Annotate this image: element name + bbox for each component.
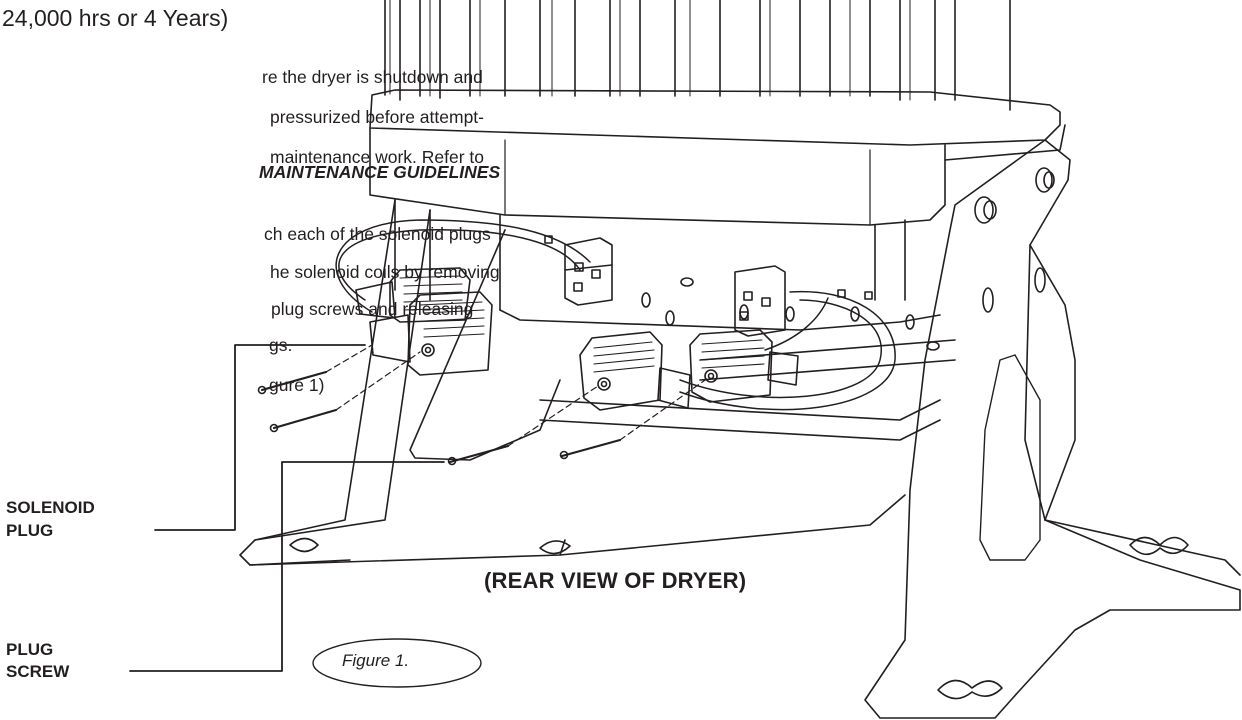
view-caption: (REAR VIEW OF DRYER) (484, 568, 747, 593)
figure-label: Figure 1. (342, 651, 410, 670)
callout-leaders (129, 344, 445, 672)
instruction-text-line: ch each of the solenoid plugs (264, 224, 491, 244)
maintenance-guidelines-reference: MAINTENANCE GUIDELINES (259, 162, 501, 182)
mounting-bracket-right (864, 139, 1241, 719)
crossbar (539, 277, 956, 441)
instruction-text-line: plug screws and releasing (271, 299, 474, 319)
callout-plug-screw-line1: PLUG (6, 640, 54, 659)
callout-solenoid-plug-line1: SOLENOID (6, 498, 95, 517)
solenoid-plugs-left (355, 267, 493, 376)
callout-solenoid-plug-line2: PLUG (6, 521, 54, 540)
callout-plug-screw-line2: SCREW (6, 662, 70, 681)
solenoid-plugs-center (579, 329, 799, 411)
instruction-text-line: maintenance work. Refer to (270, 147, 484, 167)
figure-label-oval (312, 638, 482, 688)
plug-screws (257, 344, 709, 466)
solenoid-coils (544, 235, 873, 337)
instruction-text-line: gure 1) (269, 375, 325, 395)
instruction-text-line: pressurized before attempt- (270, 107, 484, 127)
instruction-text-line: re the dryer is shutdown and (262, 67, 483, 87)
dryer-body (369, 0, 1066, 331)
solenoid-cables (335, 219, 896, 411)
mounting-bracket-left (239, 199, 906, 566)
section-heading: 24,000 hrs or 4 Years) (2, 5, 229, 31)
